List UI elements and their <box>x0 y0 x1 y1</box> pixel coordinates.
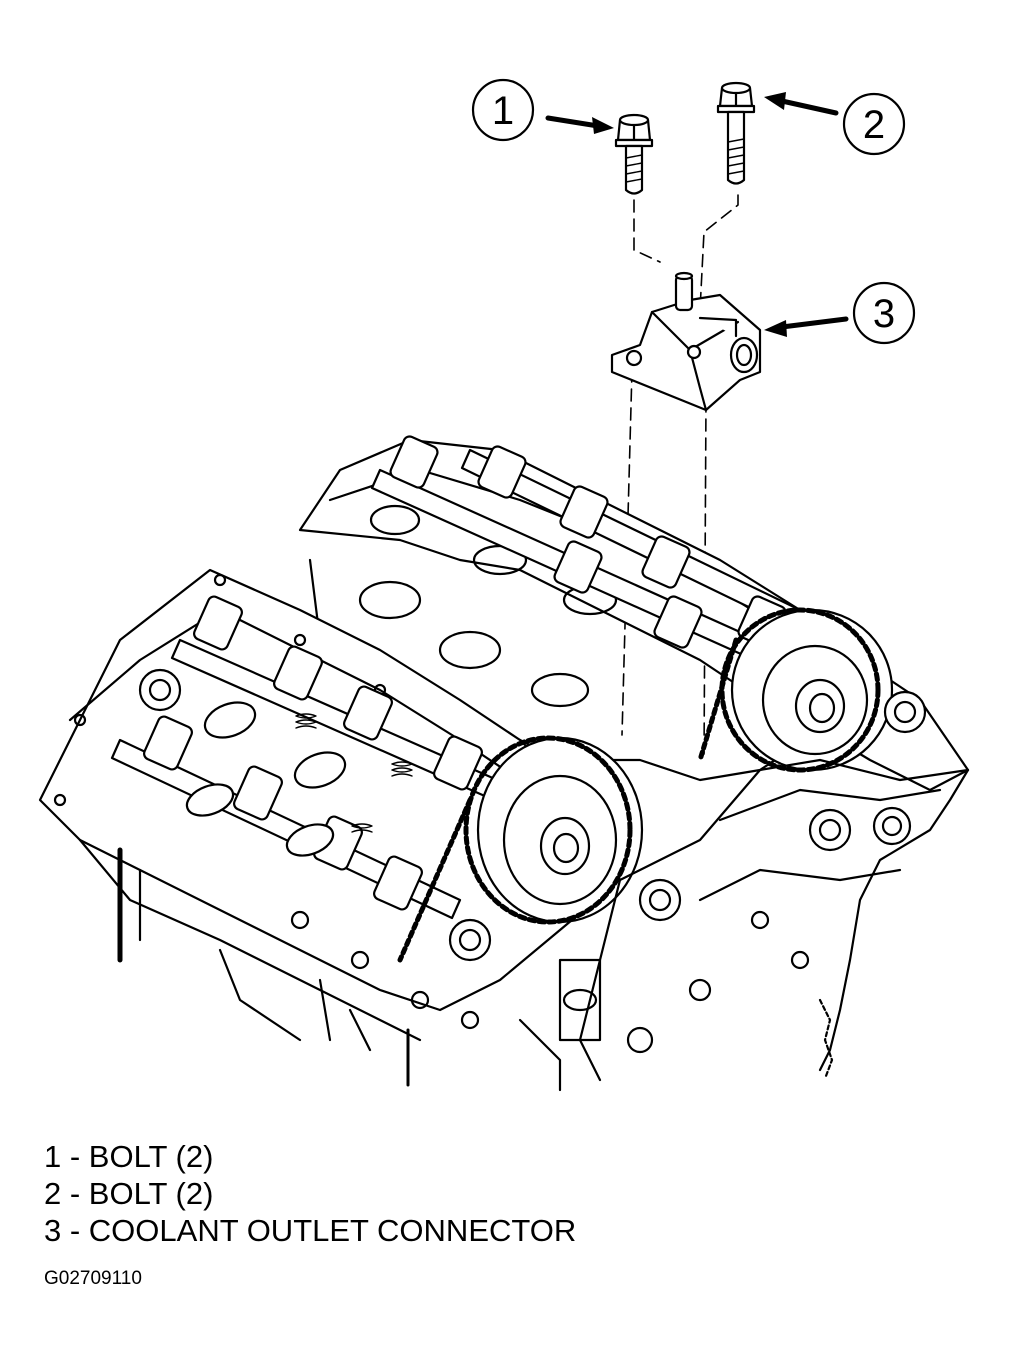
callout-2-arrow <box>764 92 839 116</box>
right-cam-sprocket <box>697 607 894 773</box>
coolant-outlet-connector <box>610 271 762 412</box>
callout-2: 2 <box>842 92 906 156</box>
svg-text:2: 2 <box>863 103 885 147</box>
engine-exploded-diagram: 1 2 3 <box>38 78 970 1092</box>
callout-3-arrow <box>764 316 849 337</box>
callout-3: 3 <box>852 281 916 345</box>
lower-engine-details <box>117 847 410 1087</box>
svg-text:1: 1 <box>492 89 514 133</box>
parts-legend: 1 - BOLT (2) 2 - BOLT (2) 3 - COOLANT OU… <box>44 1138 576 1249</box>
svg-text:3: 3 <box>873 292 895 336</box>
engine-block <box>448 690 970 1092</box>
bolt-1 <box>614 113 654 195</box>
left-cam-sprocket <box>397 735 644 963</box>
callout-1: 1 <box>471 78 535 142</box>
left-camshafts <box>110 595 522 920</box>
figure-id: G02709110 <box>44 1268 142 1289</box>
bolt-2 <box>716 81 756 185</box>
legend-item-bolt-2: 2 - BOLT (2) <box>44 1176 214 1211</box>
callout-1-arrow <box>545 115 614 134</box>
legend-item-bolt-1: 1 - BOLT (2) <box>44 1139 214 1174</box>
legend-item-coolant-outlet-connector: 3 - COOLANT OUTLET CONNECTOR <box>44 1213 577 1248</box>
valve-springs <box>295 713 413 833</box>
